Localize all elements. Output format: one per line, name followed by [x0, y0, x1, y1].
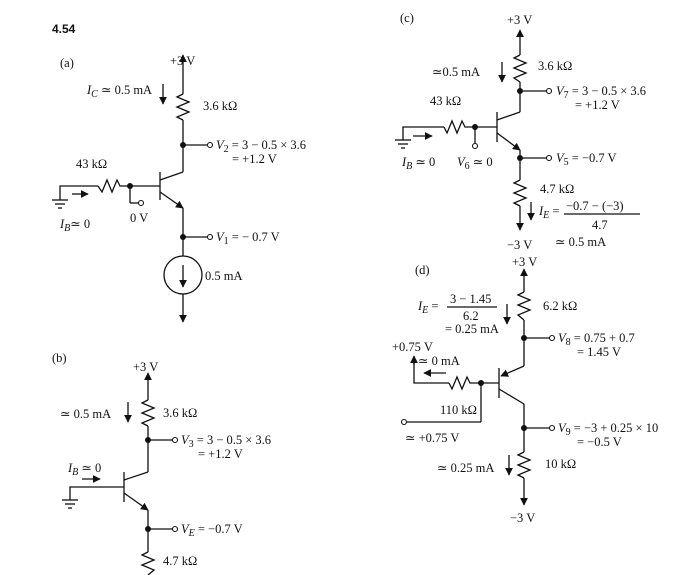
- wire-b: [69, 486, 124, 500]
- wire-c: [402, 126, 444, 140]
- v3-label: V3 = 3 − 0.5 × 3.6: [181, 433, 271, 450]
- ib-a-label: IB≃ 0: [59, 217, 90, 234]
- vb-a-label: 0 V: [130, 211, 148, 225]
- bjt-emitter-b: [123, 492, 149, 511]
- ie-c-denominator: 4.7: [592, 218, 608, 232]
- rc-a-label: 3.6 kΩ: [203, 99, 237, 113]
- label-b: (b): [52, 351, 67, 365]
- vplus-d: +3 V: [512, 255, 537, 269]
- terminal-base-a: [137, 199, 145, 207]
- label-d: (d): [415, 263, 430, 277]
- ie-c-numerator: −0.7 − (−3): [566, 199, 624, 213]
- src-a-label: 0.5 mA: [205, 269, 243, 283]
- re-d-label: 6.2 kΩ: [543, 299, 577, 313]
- v7-value: = +1.2 V: [575, 98, 620, 112]
- terminal-base-d: [400, 418, 408, 426]
- resistor-re-b: [140, 551, 156, 575]
- v2-label: V2 = 3 − 0.5 × 3.6: [216, 138, 306, 155]
- ve-label: VE = −0.7 V: [181, 522, 243, 539]
- bjt-collector-c: [496, 111, 521, 121]
- vplus-c: +3 V: [507, 13, 532, 27]
- terminal-v8: [548, 334, 556, 342]
- rb-d-label: 110 kΩ: [440, 403, 477, 417]
- terminal-v9: [548, 424, 556, 432]
- v8-value: = 1.45 V: [577, 345, 621, 359]
- terminal-ve: [171, 525, 179, 533]
- ib-d-label: ≃ 0 mA: [418, 354, 460, 368]
- resistor-re-d: [516, 291, 532, 321]
- ie-d-label: IE =: [417, 299, 438, 316]
- resistor-rc-c: [512, 54, 528, 83]
- rb-c-label: 43 kΩ: [430, 94, 461, 108]
- v8-label: V8 = 0.75 + 0.7: [558, 331, 635, 348]
- v3-value: = +1.2 V: [198, 447, 243, 461]
- ie-c-result: ≃ 0.5 mA: [555, 235, 606, 249]
- vminus-d: −3 V: [510, 511, 535, 525]
- vbot-d-label: ≃ +0.75 V: [405, 431, 459, 445]
- re-c-label: 4.7 kΩ: [540, 182, 574, 196]
- ie-c-label: IE =: [538, 204, 559, 221]
- ie-d-numerator: 3 − 1.45: [450, 292, 491, 306]
- v1-label: V1 = − 0.7 V: [216, 230, 280, 247]
- terminal-v1: [206, 233, 214, 241]
- v5-label: V5 = −0.7 V: [556, 151, 617, 168]
- ic-c-label: ≃0.5 mA: [432, 65, 480, 79]
- terminal-v7: [545, 87, 553, 95]
- resistor-re-c: [512, 179, 528, 207]
- circuit-a: (a) +3 V 3.6 kΩ IC ≃ 0.5 mA V2 = 3 − 0.5…: [52, 54, 306, 323]
- wire-d: [413, 358, 449, 384]
- v7-label: V7 = 3 − 0.5 × 3.6: [556, 84, 646, 101]
- resistor-rb-d: [448, 375, 481, 391]
- terminal-v2: [206, 141, 214, 149]
- resistor-rb-c: [443, 119, 475, 135]
- rb-a-label: 43 kΩ: [76, 157, 107, 171]
- bjt-emitter-a: [159, 191, 184, 209]
- label-c: (c): [400, 11, 414, 25]
- circuit-d: (d) +3 V 6.2 kΩ IE = 3 − 1.45 6.2 = 0.25…: [392, 255, 658, 525]
- ie-d-denominator: 6.2: [463, 309, 479, 323]
- ib-b-label: IB ≃ 0: [67, 461, 101, 478]
- v2-value: = +1.2 V: [232, 152, 277, 166]
- bjt-emitter-d: [500, 365, 525, 377]
- bjt-collector-d: [498, 388, 525, 405]
- terminal-v3: [171, 436, 179, 444]
- rc-c-label: 3.6 kΩ: [538, 59, 572, 73]
- resistor-rc-d: [516, 451, 532, 479]
- resistor-rc-b: [140, 399, 156, 427]
- re-b-label: 4.7 kΩ: [163, 554, 197, 568]
- ib-c-label: IB ≃ 0: [401, 155, 435, 172]
- rc-d-label: 10 kΩ: [545, 457, 576, 471]
- problem-number: 4.54: [52, 22, 76, 36]
- v6-label: V6 ≃ 0: [457, 155, 493, 172]
- vplus-b: +3 V: [133, 360, 158, 374]
- circuit-b: (b) +3 V 3.6 kΩ ≃ 0.5 mA V3 = 3 − 0.5 × …: [52, 351, 271, 575]
- rc-b-label: 3.6 kΩ: [163, 406, 197, 420]
- ie-d-result: = 0.25 mA: [445, 322, 499, 336]
- v9-label: V9 = −3 + 0.25 × 10: [558, 421, 658, 438]
- circuit-c: (c) +3 V 3.6 kΩ ≃0.5 mA V7 = 3 − 0.5 × 3…: [395, 11, 646, 252]
- ic-b-label: ≃ 0.5 mA: [60, 407, 111, 421]
- bjt-collector-a: [159, 171, 184, 181]
- resistor-rc-a: [175, 93, 191, 121]
- v9-value: = −0.5 V: [577, 435, 622, 449]
- resistor-rb-a: [97, 178, 130, 194]
- terminal-v5: [545, 154, 553, 162]
- ic-a-label: IC ≃ 0.5 mA: [86, 83, 152, 100]
- label-a: (a): [60, 56, 74, 70]
- bjt-emitter-c: [496, 132, 521, 151]
- bjt-collector-b: [123, 471, 149, 481]
- wire-a: [59, 185, 98, 200]
- vminus-c: −3 V: [507, 238, 532, 252]
- vb-d-label: +0.75 V: [392, 340, 433, 354]
- vplus-a: +3 V: [170, 54, 195, 68]
- ic-d-label: ≃ 0.25 mA: [437, 461, 494, 475]
- terminal-v6: [471, 142, 479, 150]
